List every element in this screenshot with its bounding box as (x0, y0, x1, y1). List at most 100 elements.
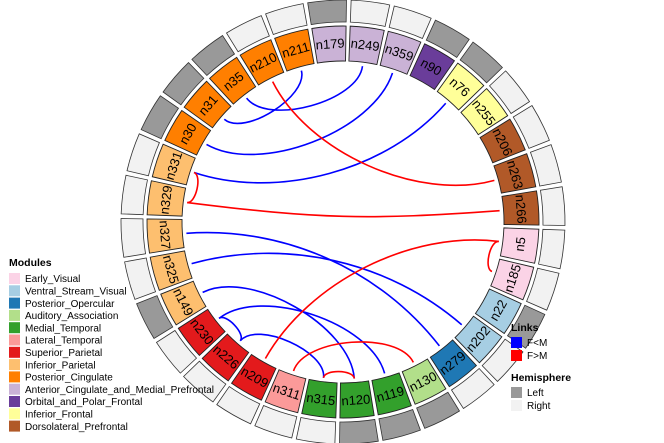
node-sector-n359 (379, 30, 422, 75)
node-label-n179: n179 (315, 35, 345, 52)
hemisphere-sector-n230 (155, 329, 198, 374)
node-label-n5: n5 (512, 236, 529, 252)
modules-legend-swatch-Dorsolateral_Prefrontal (9, 420, 20, 432)
node-sector-n5 (499, 227, 540, 264)
node-sector-n31 (183, 80, 232, 129)
link-n31-n211 (223, 70, 303, 125)
node-sector-n130 (401, 358, 447, 405)
node-sector-n90 (409, 43, 456, 91)
hemisphere-legend-label-Right: Right (527, 401, 551, 412)
hemisphere-sector-n329 (120, 174, 148, 216)
hemisphere-sector-n5 (538, 228, 566, 270)
modules-legend-swatch-Ventral_Stream_Visual (9, 285, 20, 297)
node-label-n263: n263 (504, 159, 526, 191)
modules-legend-label-Inferior_Parietal: Inferior_Parietal (25, 360, 96, 371)
modules-legend-label-Dorsolateral_Prefrontal: Dorsolateral_Prefrontal (25, 422, 128, 433)
node-ring: n5n185n22n202n279n130n119n120n315n311n20… (146, 25, 540, 419)
node-label-n266: n266 (513, 194, 530, 224)
hemisphere-sector-n31 (162, 62, 205, 106)
modules-legend-swatch-Lateral_Temporal (9, 334, 20, 346)
modules-legend-label-Orbital_and_Polar_Frontal: Orbital_and_Polar_Frontal (25, 397, 142, 408)
modules-legend-title: Modules (9, 257, 52, 269)
hemisphere-sector-n120 (339, 418, 379, 443)
modules-legend-label-Medial_Temporal: Medial_Temporal (25, 323, 101, 334)
hemisphere-sector-n90 (425, 19, 470, 59)
links-legend-swatch-1 (511, 350, 522, 361)
hemisphere-legend-swatch-Left (511, 387, 522, 398)
node-label-n315: n315 (306, 390, 337, 408)
modules-legend-swatch-Medial_Temporal (9, 322, 20, 334)
hemisphere-sector-n211 (265, 3, 308, 36)
hemisphere-sector-n359 (388, 5, 432, 39)
modules-legend-label-Anterior_Cingulate_and_Medial_Prefrontal: Anterior_Cingulate_and_Medial_Prefrontal (25, 385, 214, 396)
hemisphere-sector-n185 (526, 267, 560, 311)
node-sector-n331 (151, 143, 196, 186)
link-n30-n359 (206, 72, 394, 156)
modules-legend-swatch-Posterior_Cingulate (9, 371, 20, 383)
modules-legend-swatch-Auditory_Association (9, 309, 20, 321)
link-n331-n329 (187, 171, 199, 204)
node-sector-n325 (149, 250, 193, 291)
modules-legend-label-Posterior_Cingulate: Posterior_Cingulate (25, 373, 113, 384)
node-sector-n327 (146, 218, 185, 254)
hemisphere-sector-n249 (349, 0, 391, 27)
hemisphere-sector-n149 (136, 295, 174, 340)
hemisphere-ring (120, 0, 566, 443)
node-sector-n210 (239, 39, 285, 86)
link-n315-n120 (322, 370, 356, 379)
hemisphere-sector-n119 (378, 408, 421, 441)
node-sector-n35 (208, 56, 257, 105)
hemisphere-sector-n315 (295, 417, 337, 443)
link-n325-n202 (191, 252, 463, 326)
modules-legend-label-Posterior_Opercular: Posterior_Opercular (25, 299, 115, 310)
hemisphere-sector-n30 (140, 95, 180, 140)
hemisphere-sector-n35 (191, 34, 236, 77)
hemisphere-sector-n263 (529, 144, 562, 187)
links-legend: Links F<MF>M (511, 322, 547, 362)
node-sector-n209 (230, 353, 277, 401)
node-sector-n206 (479, 118, 526, 164)
modules-legend: Modules Early_VisualVentral_Stream_Visua… (9, 257, 214, 433)
link-n149-n120 (202, 286, 356, 379)
link-n327-n279 (186, 231, 441, 347)
link-n5-n185 (487, 240, 499, 273)
node-sector-n255 (460, 87, 509, 136)
links-legend-swatch-0 (511, 337, 522, 348)
link-n35-n249 (245, 66, 364, 111)
node-sector-n230 (177, 308, 226, 357)
links-legend-title: Links (511, 322, 539, 334)
modules-legend-label-Ventral_Stream_Visual: Ventral_Stream_Visual (25, 287, 127, 298)
node-sector-n179 (311, 25, 347, 64)
hemisphere-sector-n311 (254, 405, 298, 439)
node-sector-n30 (164, 109, 212, 156)
hemisphere-sector-n255 (488, 70, 531, 115)
node-sector-n263 (493, 153, 537, 194)
link-n311-n130 (292, 341, 415, 372)
node-label-n120: n120 (341, 392, 371, 409)
node-sector-n279 (429, 339, 478, 388)
hemisphere-legend-swatch-Right (511, 400, 522, 411)
modules-legend-label-Inferior_Frontal: Inferior_Frontal (25, 410, 93, 421)
node-sector-n149 (160, 280, 207, 326)
modules-legend-label-Early_Visual: Early_Visual (25, 274, 80, 285)
modules-legend-label-Superior_Parietal: Superior_Parietal (25, 348, 102, 359)
hemisphere-sector-n206 (512, 104, 550, 149)
node-label-n329: n329 (157, 185, 175, 216)
hemisphere-sector-n279 (450, 367, 495, 410)
modules-legend-swatch-Superior_Parietal (9, 346, 20, 358)
modules-legend-swatch-Inferior_Parietal (9, 359, 20, 371)
modules-legend-label-Lateral_Temporal: Lateral_Temporal (25, 336, 102, 347)
node-sector-n266 (501, 190, 540, 226)
hemisphere-sector-n209 (216, 385, 261, 425)
node-sector-n211 (274, 28, 315, 72)
node-label-n325: n325 (160, 253, 182, 285)
links-layer (186, 66, 500, 379)
node-sector-n311 (264, 369, 307, 414)
link-n329-n266 (187, 201, 500, 218)
link-n230-n119 (218, 305, 386, 374)
modules-legend-swatch-Posterior_Opercular (9, 297, 20, 309)
node-sector-n315 (301, 378, 338, 419)
node-sector-n185 (490, 258, 535, 301)
node-sector-n202 (454, 315, 503, 364)
